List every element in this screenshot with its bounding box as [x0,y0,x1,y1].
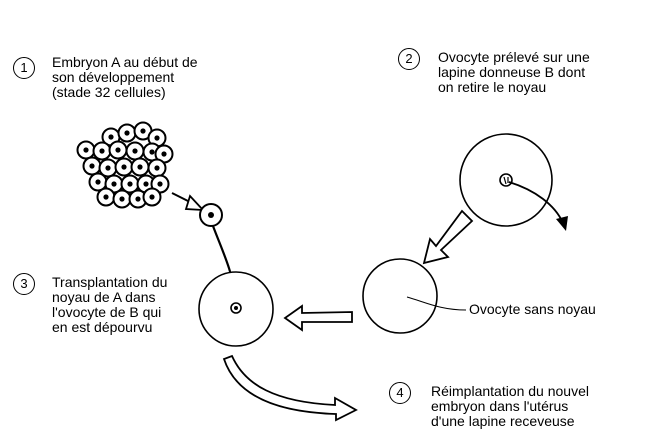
embryo-cell-nucleus [157,181,163,187]
embryo-cell-nucleus [121,164,127,170]
embryo-cell-nucleus [137,164,143,170]
embryo-cell-nucleus [154,165,160,171]
ovocyte-without-nucleus-label: Ovocyte sans noyau [469,301,596,317]
step-4-label: Réimplantation du nouvel embryon dans l'… [431,383,589,429]
embryo-cell-nucleus [154,135,160,141]
embryo-cell-nucleus [135,196,141,202]
embryo-cell-nucleus [99,148,105,154]
extracted-cell [199,203,223,227]
reimplantation-arrow [222,354,358,422]
ovocyte-b-with-nucleus [459,133,568,231]
embryo-a-cell-cluster [76,121,174,209]
enucleation-arrow [422,209,474,265]
step-3-number: 3 [13,273,35,295]
step-1-number: 1 [13,57,35,79]
embryo-cell-nucleus [111,181,117,187]
embryo-cell-nucleus [143,181,149,187]
embryo-cell-nucleus [140,128,146,134]
embryo-cell-nucleus [127,181,133,187]
embryo-cell-nucleus [103,194,109,200]
embryo-cell-nucleus [124,130,130,136]
ovocyte-without-nucleus [362,258,467,334]
embryo-cell-nucleus [89,163,95,169]
embryo-cell-nucleus [83,147,89,153]
nucleus-extraction-arrow [171,192,206,212]
step-2-number: 2 [398,48,420,70]
transfer-arrow [283,304,353,332]
embryo-cell-nucleus [105,165,111,171]
embryo-cell-nucleus [119,196,125,202]
embryo-cell-nucleus [115,147,121,153]
step-4-number: 4 [389,382,411,404]
embryo-cell-nucleus [132,148,138,154]
step-2-label: Ovocyte prélevé sur une lapine donneuse … [438,49,590,95]
step-3-label: Transplantation du noyau de A dans l'ovo… [52,274,168,335]
reconstructed-ovocyte [198,271,274,347]
embryo-cell-nucleus [149,194,155,200]
embryo-cell-nucleus [108,134,114,140]
embryo-cell-nucleus [149,149,155,155]
step-1-label: Embryon A au début de son développement … [52,54,198,100]
embryo-cell-nucleus [95,179,101,185]
embryo-cell-nucleus [161,151,167,157]
